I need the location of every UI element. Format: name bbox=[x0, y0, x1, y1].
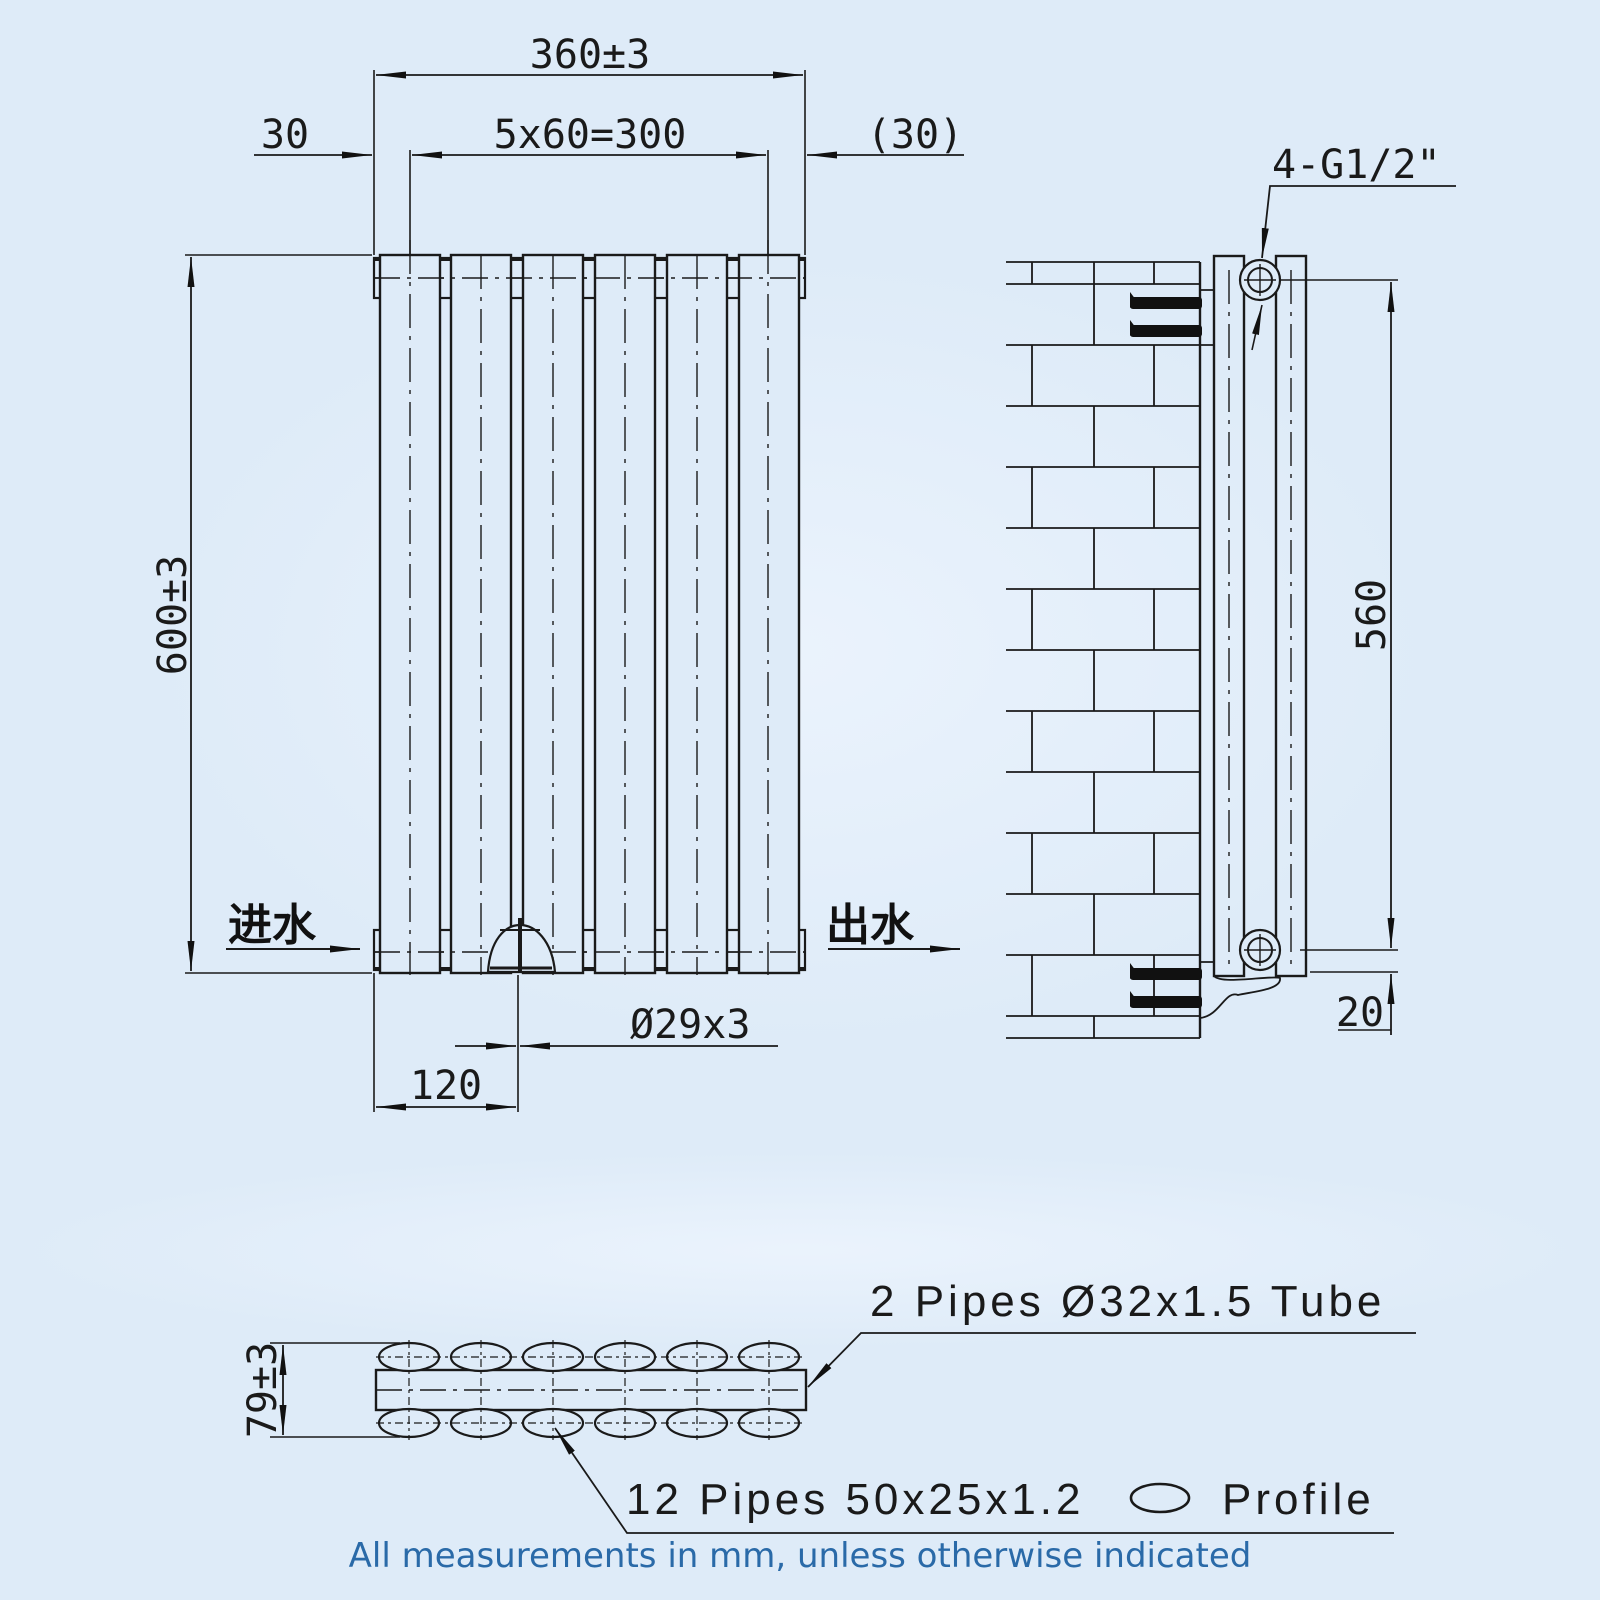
section-view: 79±3 bbox=[240, 1277, 1416, 1534]
background-glow-bottom bbox=[0, 1150, 1600, 1350]
valve-spec-label: Ø29x3 bbox=[630, 1002, 750, 1048]
brick-wall bbox=[1006, 261, 1202, 1039]
tube-callout-label: 2 Pipes Ø32x1.5 Tube bbox=[870, 1277, 1385, 1326]
valve-offset-label: 120 bbox=[410, 1063, 482, 1109]
wall-anchors bbox=[1130, 292, 1202, 1008]
tube-callout-leader bbox=[807, 1332, 1416, 1388]
left-offset-label: 30 bbox=[261, 112, 309, 158]
connection-leader bbox=[1261, 185, 1456, 259]
pipe-centerlines bbox=[376, 1340, 802, 1440]
bottom-valve bbox=[486, 918, 557, 974]
side-view: 4-G1/2" 560 20 bbox=[1006, 142, 1456, 1039]
depth-label: 79±3 bbox=[240, 1342, 286, 1438]
top-bracket bbox=[1200, 289, 1215, 346]
inlet-label: 进水 bbox=[228, 900, 317, 951]
right-offset-label: (30) bbox=[867, 112, 963, 158]
dimension-overall-width: 360±3 bbox=[373, 32, 806, 255]
connection-spec-label: 4-G1/2" bbox=[1272, 142, 1441, 188]
bottom-offset-label: 20 bbox=[1336, 990, 1384, 1036]
top-connection bbox=[1238, 258, 1282, 302]
profile-callout-label: 12 Pipes 50x25x1.2 bbox=[626, 1475, 1085, 1524]
profile-suffix-label: Profile bbox=[1222, 1475, 1375, 1524]
profile-callout-leader bbox=[554, 1427, 1394, 1534]
header-bands bbox=[373, 259, 806, 969]
dimension-valve: Ø29x3 120 bbox=[373, 973, 778, 1112]
bottom-connection bbox=[1238, 928, 1282, 972]
overall-height-label: 600±3 bbox=[150, 555, 196, 675]
profile-shape-icon bbox=[1129, 1482, 1191, 1514]
outlet-label: 出水 bbox=[826, 900, 915, 951]
measurement-footnote: All measurements in mm, unless otherwise… bbox=[348, 1536, 1252, 1576]
overall-width-label: 360±3 bbox=[530, 32, 650, 78]
dimension-overall-height: 600±3 bbox=[150, 254, 372, 974]
column-centerlines bbox=[409, 240, 769, 975]
pitch-label: 5x60=300 bbox=[494, 112, 687, 158]
centre-distance-label: 560 bbox=[1349, 579, 1395, 651]
front-view: 360±3 30 5x60=300 (30) 600±3 bbox=[150, 32, 964, 1112]
radiator-columns bbox=[378, 253, 801, 975]
bottom-bracket bbox=[1199, 961, 1281, 1019]
dimension-pitch: 30 5x60=300 (30) bbox=[254, 112, 964, 255]
